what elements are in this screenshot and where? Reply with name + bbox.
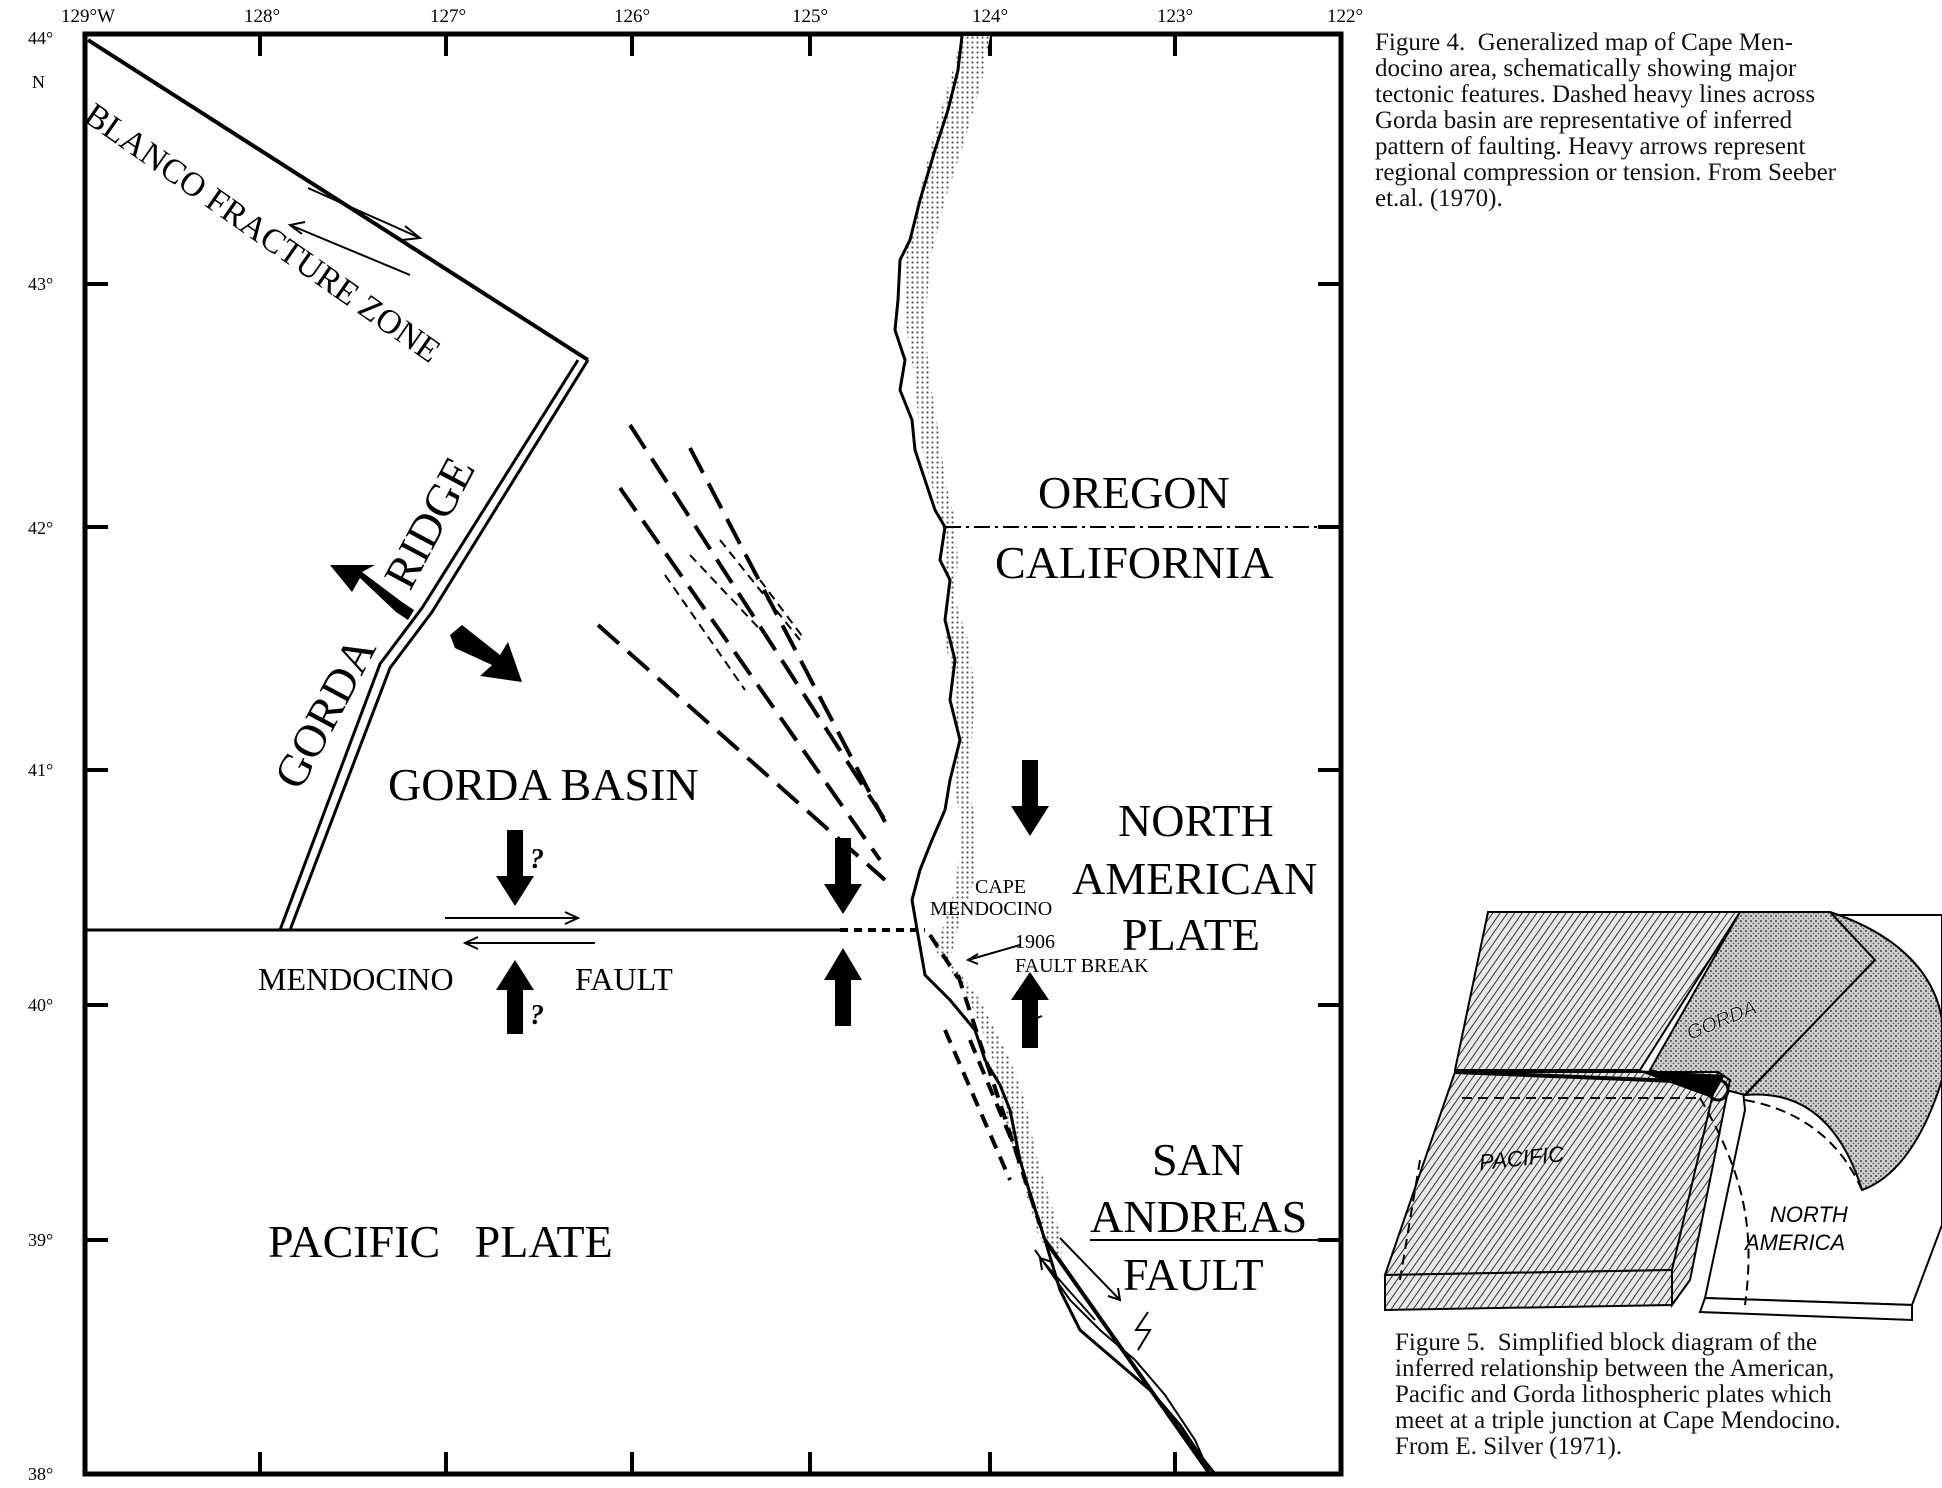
mendocino-motion-arrows	[445, 911, 595, 950]
subducting-slab	[1742, 911, 1942, 1192]
coast-shoreline-detail	[1034, 1249, 1211, 1475]
triple-junction-marker	[1635, 1070, 1725, 1098]
lon-label-129: 129°W	[61, 6, 115, 27]
label-north: NORTH	[1118, 795, 1274, 846]
label-plate: PLATE	[1122, 909, 1260, 960]
label-mendocino-place: MENDOCINO	[930, 898, 1052, 920]
lat-label-39: 39°	[28, 1230, 53, 1250]
label-american: AMERICAN	[1072, 853, 1317, 904]
gorda-basin-thin-dashed-arrows	[664, 539, 806, 691]
slab-dashed-edge	[1744, 1099, 1863, 1191]
block-label-north: NORTH	[1770, 1202, 1848, 1227]
gorda-ridge	[288, 359, 590, 931]
gorda-basin-dashed-faults	[596, 423, 887, 882]
lat-label-44: 44°	[28, 28, 53, 48]
lon-label-125: 125°	[792, 6, 828, 27]
pacific-block-front	[1384, 1268, 1673, 1312]
lat-label-41: 41°	[28, 760, 53, 780]
label-question-mark-2: ?	[530, 1000, 544, 1031]
block-dashed-left	[1399, 1159, 1421, 1281]
figure-5-caption: Figure 5. Simplified block diagram of th…	[1395, 1330, 1841, 1460]
block-top-ridge-line	[1454, 1070, 1701, 1084]
north-america-block-side	[1698, 1296, 1913, 1322]
label-fault-sa: FAULT	[1123, 1249, 1264, 1300]
block-diagram: GORDA PACIFIC NORTH AMERICA	[1383, 911, 1942, 1322]
pacific-block-side	[1671, 1070, 1732, 1309]
lat-label-n: N	[32, 72, 45, 92]
fault-break-leader	[965, 944, 1021, 965]
figure-4-caption: Figure 4. Generalized map of Cape Men- d…	[1375, 30, 1837, 212]
coastal-stipple-band	[905, 36, 1062, 1260]
label-mendocino-fault-2: FAULT	[575, 961, 673, 997]
pacific-block-upper	[1453, 911, 1742, 1071]
label-fault-year: 1906	[1015, 931, 1055, 953]
block-label-america: AMERICA	[1743, 1230, 1845, 1255]
label-cape: CAPE	[975, 876, 1026, 898]
lon-label-127: 127°	[430, 6, 466, 27]
lat-label-42: 42°	[28, 518, 53, 538]
label-california: CALIFORNIA	[995, 537, 1274, 588]
latitude-tick-marks	[85, 282, 1341, 1242]
lon-label-122: 122°	[1327, 6, 1363, 27]
label-ridge: RIDGE	[374, 449, 485, 597]
label-question-mark-1: ?	[530, 844, 544, 875]
heavy-arrows	[330, 565, 1049, 1048]
label-oregon: OREGON	[1038, 467, 1230, 518]
lon-label-124: 124°	[972, 6, 1008, 27]
san-andreas-fault	[1043, 1238, 1212, 1476]
gorda-ridge-inner	[278, 359, 580, 931]
blanco-fracture-zone	[86, 38, 590, 362]
lon-label-126: 126°	[614, 6, 650, 27]
label-gorda: GORDA	[264, 628, 386, 796]
lat-label-38: 38°	[28, 1464, 53, 1484]
label-andreas: ANDREAS	[1090, 1191, 1307, 1242]
lat-label-40: 40°	[28, 995, 53, 1015]
coastline	[893, 35, 1217, 1475]
longitude-tick-marks	[83, 34, 1177, 1474]
lon-label-128: 128°	[244, 6, 280, 27]
san-andreas-dashed-faults	[928, 933, 1042, 1226]
lon-label-123: 123°	[1157, 6, 1193, 27]
block-dashed-boundary	[1699, 1097, 1750, 1306]
label-gorda-basin: GORDA BASIN	[388, 759, 699, 810]
label-mendocino-fault-1: MENDOCINO	[258, 961, 454, 997]
label-san: SAN	[1152, 1134, 1244, 1185]
map-frame	[82, 31, 1344, 1477]
label-pacific-plate: PACIFIC PLATE	[268, 1216, 613, 1267]
lat-label-43: 43°	[28, 274, 53, 294]
pacific-block-lower	[1383, 1071, 1720, 1277]
triple-junction-ring	[1706, 1078, 1730, 1102]
blanco-motion-arrows	[287, 187, 423, 276]
label-fault-break: FAULT BREAK	[1015, 955, 1149, 977]
